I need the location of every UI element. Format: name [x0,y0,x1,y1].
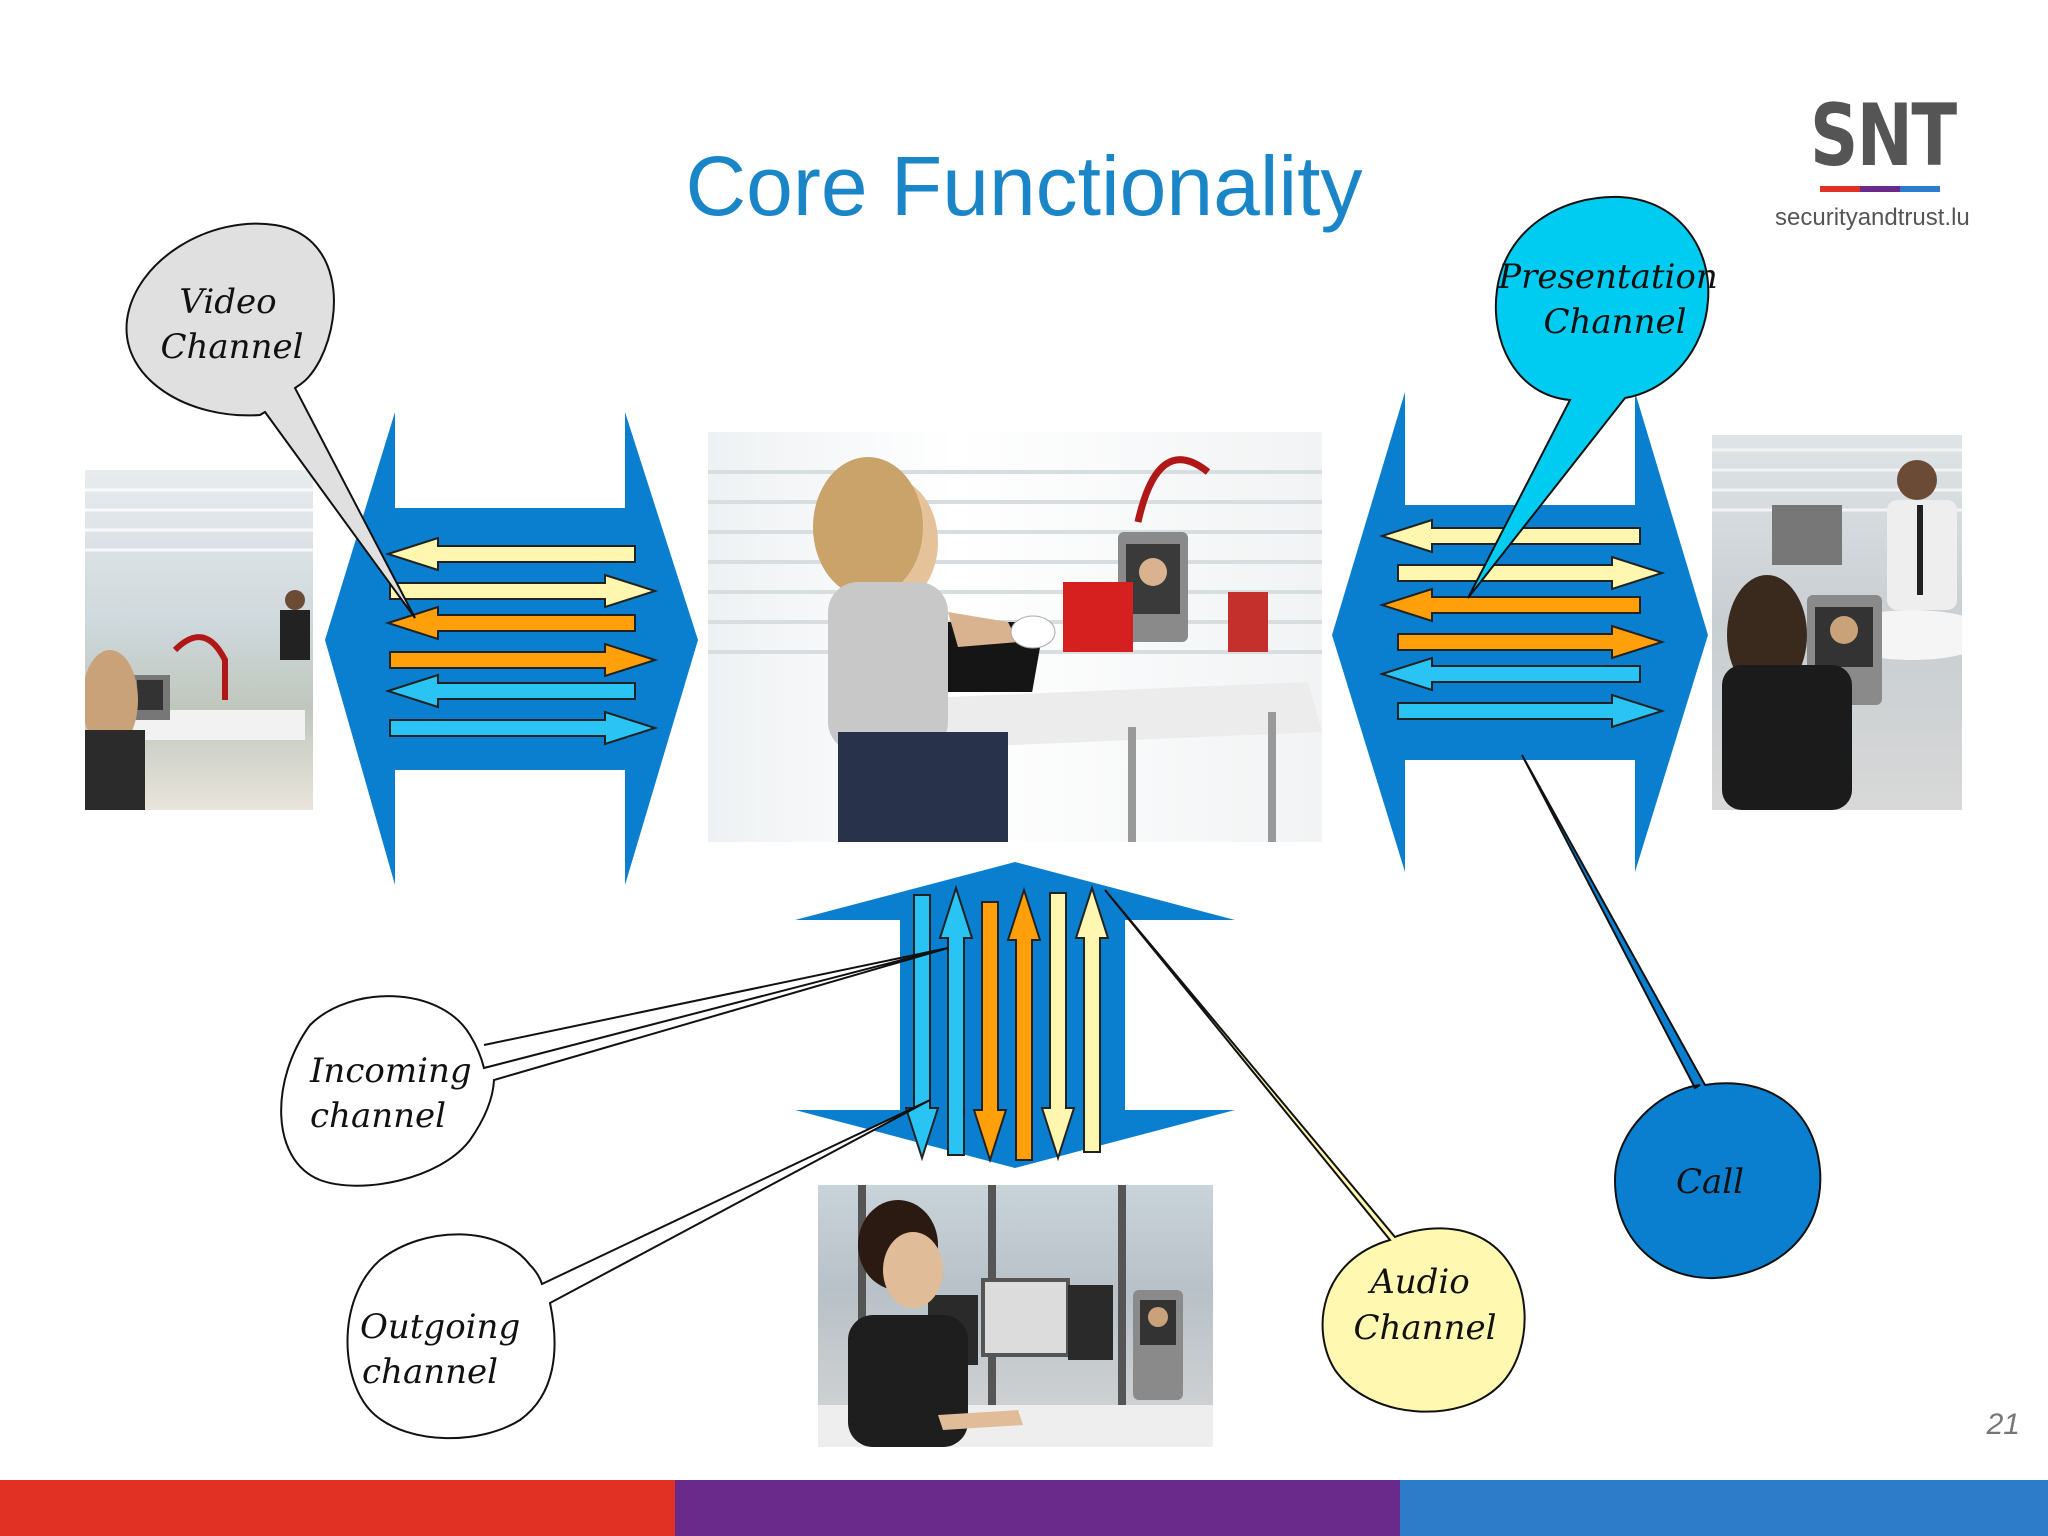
bubble-video-channel: Video Channel [125,222,416,619]
right-double-arrow [1332,392,1708,872]
right-arrow-cyan-left [1378,656,1641,692]
bubble-incoming-line1: Incoming [309,1051,472,1091]
bubble-video-line2: Channel [161,327,304,367]
bubble-presentation-line2: Channel [1544,302,1687,342]
bubble-outgoing-line2: channel [362,1352,498,1392]
bubble-video-line1: Video [179,282,276,322]
left-arrow-cyan-right [389,710,659,746]
footer-bar-purple [675,1480,1400,1536]
bubble-video-shape [125,222,416,619]
photo-bottom-art [818,1185,1213,1447]
photo-center-woman [708,432,1322,842]
photo-right-office [1712,435,1962,810]
bubble-outgoing-line1: Outgoing [360,1307,520,1347]
logo-bar-purple [1860,186,1900,192]
page-number: 21 [1986,1408,2020,1441]
left-double-arrow [325,412,698,885]
bubble-presentation-line1: Presentation [1497,257,1718,297]
bubble-presentation-shape [1467,195,1710,599]
bottom-arrow-pale-down [1040,892,1076,1162]
bottom-arrow-cyan-up [938,884,974,1156]
bubble-incoming-shape [280,947,949,1187]
photo-left-art [85,488,313,810]
bubble-audio-line1: Audio [1367,1262,1470,1302]
footer-bar-blue [1400,1480,2048,1536]
right-arrow-pale-right [1397,555,1666,591]
logo-bar-red [1820,186,1860,192]
left-arrow-orange-left [384,605,636,641]
left-arrow-orange-right [389,642,659,678]
photo-center-art [708,456,1322,842]
bubble-audio-line2: Channel [1354,1308,1497,1348]
slide-title: Core Functionality [685,139,1363,233]
bubble-incoming-channel: Incoming channel [280,947,949,1187]
bubble-audio-channel: Audio Channel [1104,889,1526,1413]
bubble-incoming-line2: channel [310,1096,446,1136]
right-arrow-orange-left [1378,587,1641,623]
bottom-arrow-cyan-down [904,894,940,1162]
bubble-presentation-channel: Presentation Channel [1467,195,1718,599]
logo-mark: SNT [1810,86,1957,186]
bottom-arrow-orange-up [1006,886,1042,1161]
left-arrow-pale-right [389,573,659,609]
left-arrow-cyan-left [384,673,636,709]
bubble-call: Call [1521,754,1822,1280]
left-arrow-pale-left [384,536,636,572]
bubble-outgoing-channel: Outgoing channel [346,1099,931,1440]
bottom-arrow-pale-up [1074,884,1110,1153]
bottom-double-arrow [795,862,1235,1168]
bubble-outgoing-shape [346,1099,931,1440]
left-big-arrow-shape [325,412,698,885]
bottom-arrow-orange-down [972,901,1008,1164]
logo-subtitle: securityandtrust.lu [1775,204,1970,231]
bubble-call-text: Call [1676,1162,1744,1202]
bubble-audio-shape [1104,889,1526,1413]
photo-right-art [1712,448,1962,810]
photo-left-office [85,470,313,810]
footer-bar-red [0,1480,675,1536]
snt-logo: SNT securityandtrust.lu [1770,86,1970,236]
bubble-incoming-pointer-line [483,947,949,1046]
bubble-call-shape [1521,754,1822,1280]
right-arrow-orange-right [1397,624,1666,660]
logo-bar-blue [1900,186,1940,192]
right-big-arrow-shape [1332,392,1708,872]
photo-bottom-woman [818,1185,1213,1447]
right-arrow-cyan-right [1397,693,1666,729]
